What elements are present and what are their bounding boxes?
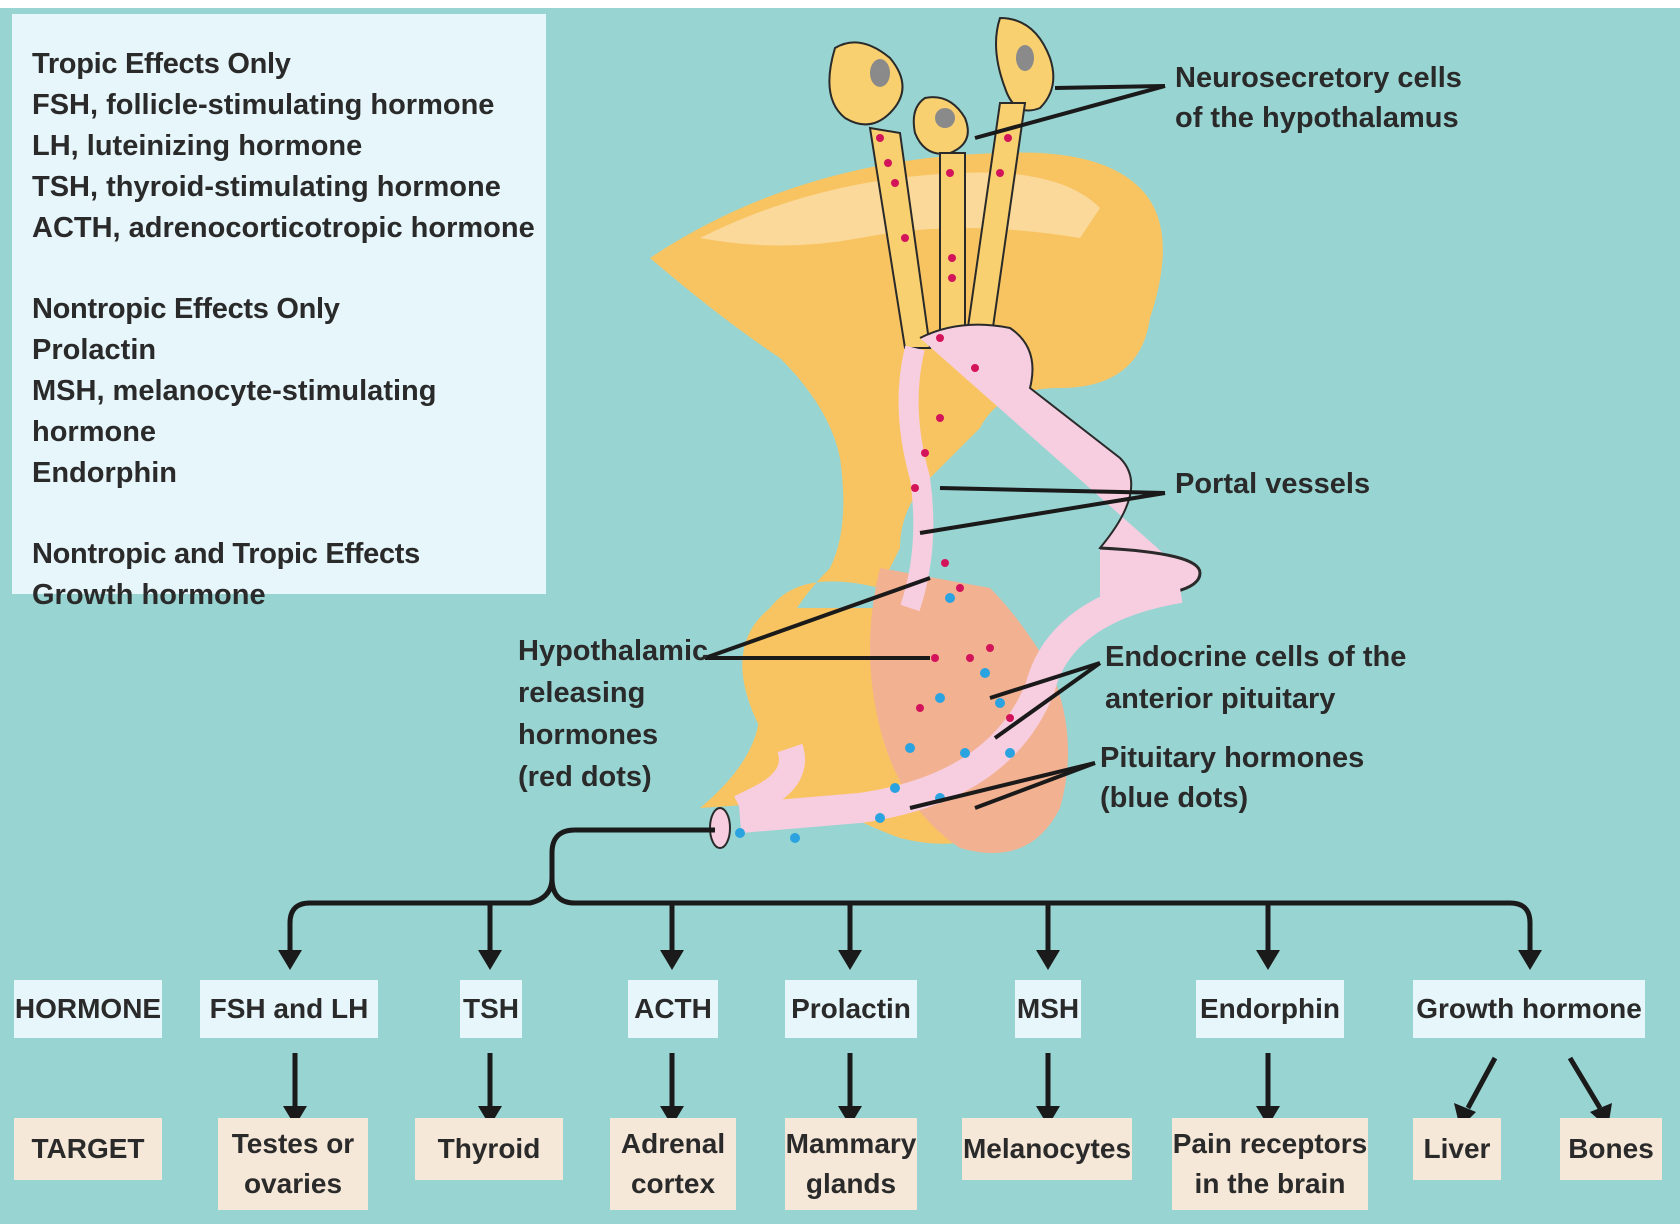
legend-item: TSH, thyroid-stimulating hormone (32, 167, 546, 208)
legend-group-title: Nontropic Effects Only (32, 289, 546, 330)
hormone-box-growth-hormone: Growth hormone (1413, 980, 1645, 1038)
target-text: Mammary glands (786, 1124, 917, 1204)
legend-item: FSH, follicle-stimulating hormone (32, 85, 546, 126)
legend-item: Growth hormone (32, 575, 546, 616)
hormone-row-label: HORMONE (14, 980, 162, 1038)
hormone-effects-legend: Tropic Effects Only FSH, follicle-stimul… (12, 14, 546, 594)
legend-item: ACTH, adrenocorticotropic hormone (32, 208, 546, 249)
target-box-mammary-glands: Mammary glands (785, 1118, 917, 1210)
legend-group-title: Nontropic and Tropic Effects (32, 534, 546, 575)
legend-item: Prolactin (32, 330, 546, 371)
target-text: Melanocytes (963, 1129, 1131, 1169)
hormone-box-tsh: TSH (460, 980, 522, 1038)
legend-item: MSH, melanocyte-stimulating hormone (32, 371, 546, 453)
legend-group-nontropic: Nontropic Effects Only Prolactin MSH, me… (32, 289, 546, 494)
hormone-box-prolactin: Prolactin (785, 980, 917, 1038)
legend-item: Endorphin (32, 453, 546, 494)
target-text: Bones (1568, 1129, 1654, 1169)
neurosecretory-label: Neurosecretory cells of the hypothalamus (1175, 58, 1462, 138)
target-box-thyroid: Thyroid (415, 1118, 563, 1180)
target-box-pain-receptors: Pain receptors in the brain (1172, 1118, 1368, 1210)
target-text: Liver (1424, 1129, 1491, 1169)
endocrine-cells-label: Endocrine cells of the anterior pituitar… (1105, 636, 1406, 720)
hormone-box-msh: MSH (1015, 980, 1081, 1038)
target-box-bones: Bones (1560, 1118, 1662, 1180)
arrowheads (278, 950, 1612, 1128)
hormone-branch-arrows (290, 830, 1600, 1108)
target-text: Thyroid (438, 1129, 541, 1169)
target-box-liver: Liver (1413, 1118, 1501, 1180)
target-row-label: TARGET (14, 1118, 162, 1180)
pituitary-hormones-label: Pituitary hormones (blue dots) (1100, 738, 1364, 818)
legend-group-title: Tropic Effects Only (32, 44, 546, 85)
legend-group-both: Nontropic and Tropic Effects Growth horm… (32, 534, 546, 616)
legend-item: LH, luteinizing hormone (32, 126, 546, 167)
target-box-melanocytes: Melanocytes (962, 1118, 1132, 1180)
releasing-hormones-label: Hypothalamic releasing hormones (red dot… (518, 630, 708, 798)
hormone-box-endorphin: Endorphin (1196, 980, 1344, 1038)
target-text: Testes or ovaries (232, 1124, 354, 1204)
target-box-adrenal-cortex: Adrenal cortex (610, 1118, 736, 1210)
target-text: Pain receptors in the brain (1173, 1124, 1368, 1204)
hormone-box-acth: ACTH (628, 980, 718, 1038)
target-box-gonads: Testes or ovaries (218, 1118, 368, 1210)
target-text: Adrenal cortex (621, 1124, 725, 1204)
portal-vessels-label: Portal vessels (1175, 464, 1370, 504)
legend-group-tropic: Tropic Effects Only FSH, follicle-stimul… (32, 44, 546, 249)
hormone-box-fsh-lh: FSH and LH (200, 980, 378, 1038)
